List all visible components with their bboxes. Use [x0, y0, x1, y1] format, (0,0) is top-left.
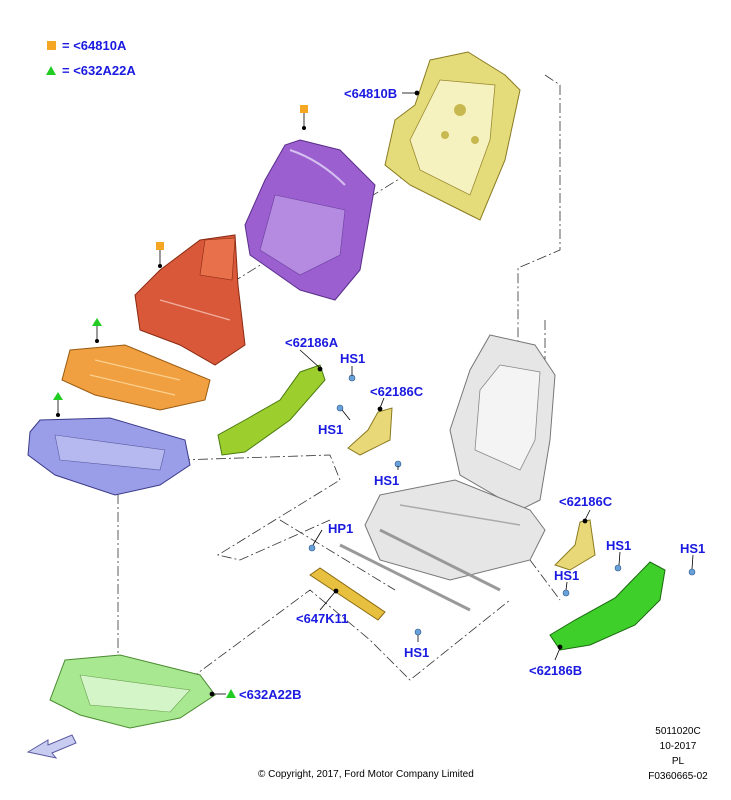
leader-lines	[209, 90, 694, 697]
bolt-icon[interactable]	[308, 544, 316, 552]
shield-right[interactable]	[549, 561, 666, 651]
callout-632A22B[interactable]: <632A22B	[239, 687, 302, 702]
callout-hs1-c[interactable]: HS1	[374, 473, 400, 488]
seat-frame-assembly[interactable]	[339, 334, 556, 612]
legend-square-text: = <64810A	[62, 38, 127, 53]
bolt-icon[interactable]	[688, 568, 696, 576]
meta-date: 10-2017	[659, 741, 697, 752]
copyright-text: © Copyright, 2017, Ford Motor Company Li…	[258, 769, 474, 780]
callout-hs1-d[interactable]: HS1	[606, 538, 632, 553]
triangle-legend-icon	[46, 66, 56, 75]
legend-row-triangle: = <632A22A	[46, 63, 136, 78]
seat-back-pad[interactable]	[244, 139, 376, 301]
callout-hs1-g[interactable]: HS1	[404, 645, 430, 660]
cushion-pad[interactable]	[61, 344, 211, 411]
callout-62186C-upper[interactable]: <62186C	[370, 384, 424, 399]
callout-hs1-f[interactable]: HS1	[680, 541, 706, 556]
triangle-marker-pan	[226, 689, 236, 698]
seat-pan-frame[interactable]	[49, 654, 216, 729]
callout-hs1-a[interactable]: HS1	[340, 351, 366, 366]
legend-row-square: = <64810A	[47, 38, 126, 53]
callout-hs1-b[interactable]: HS1	[318, 422, 344, 437]
square-legend-icon	[47, 41, 56, 50]
bolt-icon[interactable]	[562, 589, 570, 597]
callout-64810B[interactable]: <64810B	[344, 86, 398, 101]
bracket-upper[interactable]	[347, 407, 393, 456]
triangle-marker-cushion-cover	[53, 392, 63, 417]
meta-block: 5011020C 10-2017 PL F0360665-02	[640, 724, 716, 784]
meta-figure: F0360665-02	[648, 771, 708, 782]
legend-triangle-text: = <632A22A	[62, 63, 136, 78]
square-marker-back-pad	[300, 105, 308, 130]
callout-647K11[interactable]: <647K11	[296, 611, 349, 626]
cushion-trim[interactable]	[134, 234, 246, 366]
shield-left[interactable]	[217, 364, 326, 456]
callout-62186A[interactable]: <62186A	[285, 335, 339, 350]
cushion-cover[interactable]	[27, 417, 191, 496]
triangle-marker-cushion-pad	[92, 318, 102, 343]
bolt-icon[interactable]	[614, 564, 622, 572]
callout-hp1[interactable]: HP1	[328, 521, 354, 536]
meta-code: 5011020C	[655, 726, 701, 737]
callout-62186B[interactable]: <62186B	[529, 663, 583, 678]
meta-lang: PL	[671, 756, 685, 767]
direction-arrow-icon	[26, 734, 77, 759]
fasteners	[308, 374, 696, 636]
seat-back-frame[interactable]	[384, 51, 521, 221]
bolt-icon[interactable]	[414, 628, 422, 636]
callout-62186C-lower[interactable]: <62186C	[559, 494, 613, 509]
bolt-icon[interactable]	[336, 404, 344, 412]
square-marker-cushion-trim	[156, 242, 164, 268]
track-bar[interactable]	[309, 567, 386, 621]
bracket-lower[interactable]	[554, 519, 596, 571]
callout-hs1-e[interactable]: HS1	[554, 568, 580, 583]
